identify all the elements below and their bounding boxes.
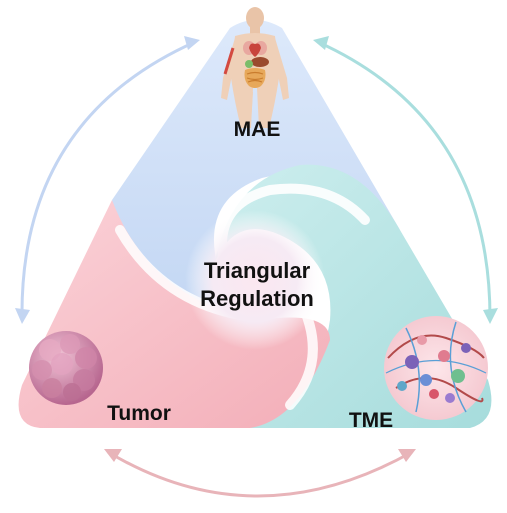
arrow-tumor-tme	[104, 449, 416, 498]
human-body-organs-icon	[221, 7, 289, 128]
arrow-mae-tumor	[15, 36, 200, 324]
mae-label: MAE	[234, 118, 281, 141]
tumor-cell-cluster-icon	[29, 331, 103, 405]
mae-region	[112, 20, 400, 326]
center-glow	[185, 210, 325, 350]
center-label-line2: Regulation	[200, 286, 314, 311]
center-label-line1: Triangular	[204, 258, 311, 283]
arrow-mae-tme	[313, 36, 498, 324]
tumor-microenvironment-icon	[384, 316, 488, 420]
tumor-label: Tumor	[107, 402, 171, 425]
tme-label: TME	[349, 409, 393, 432]
